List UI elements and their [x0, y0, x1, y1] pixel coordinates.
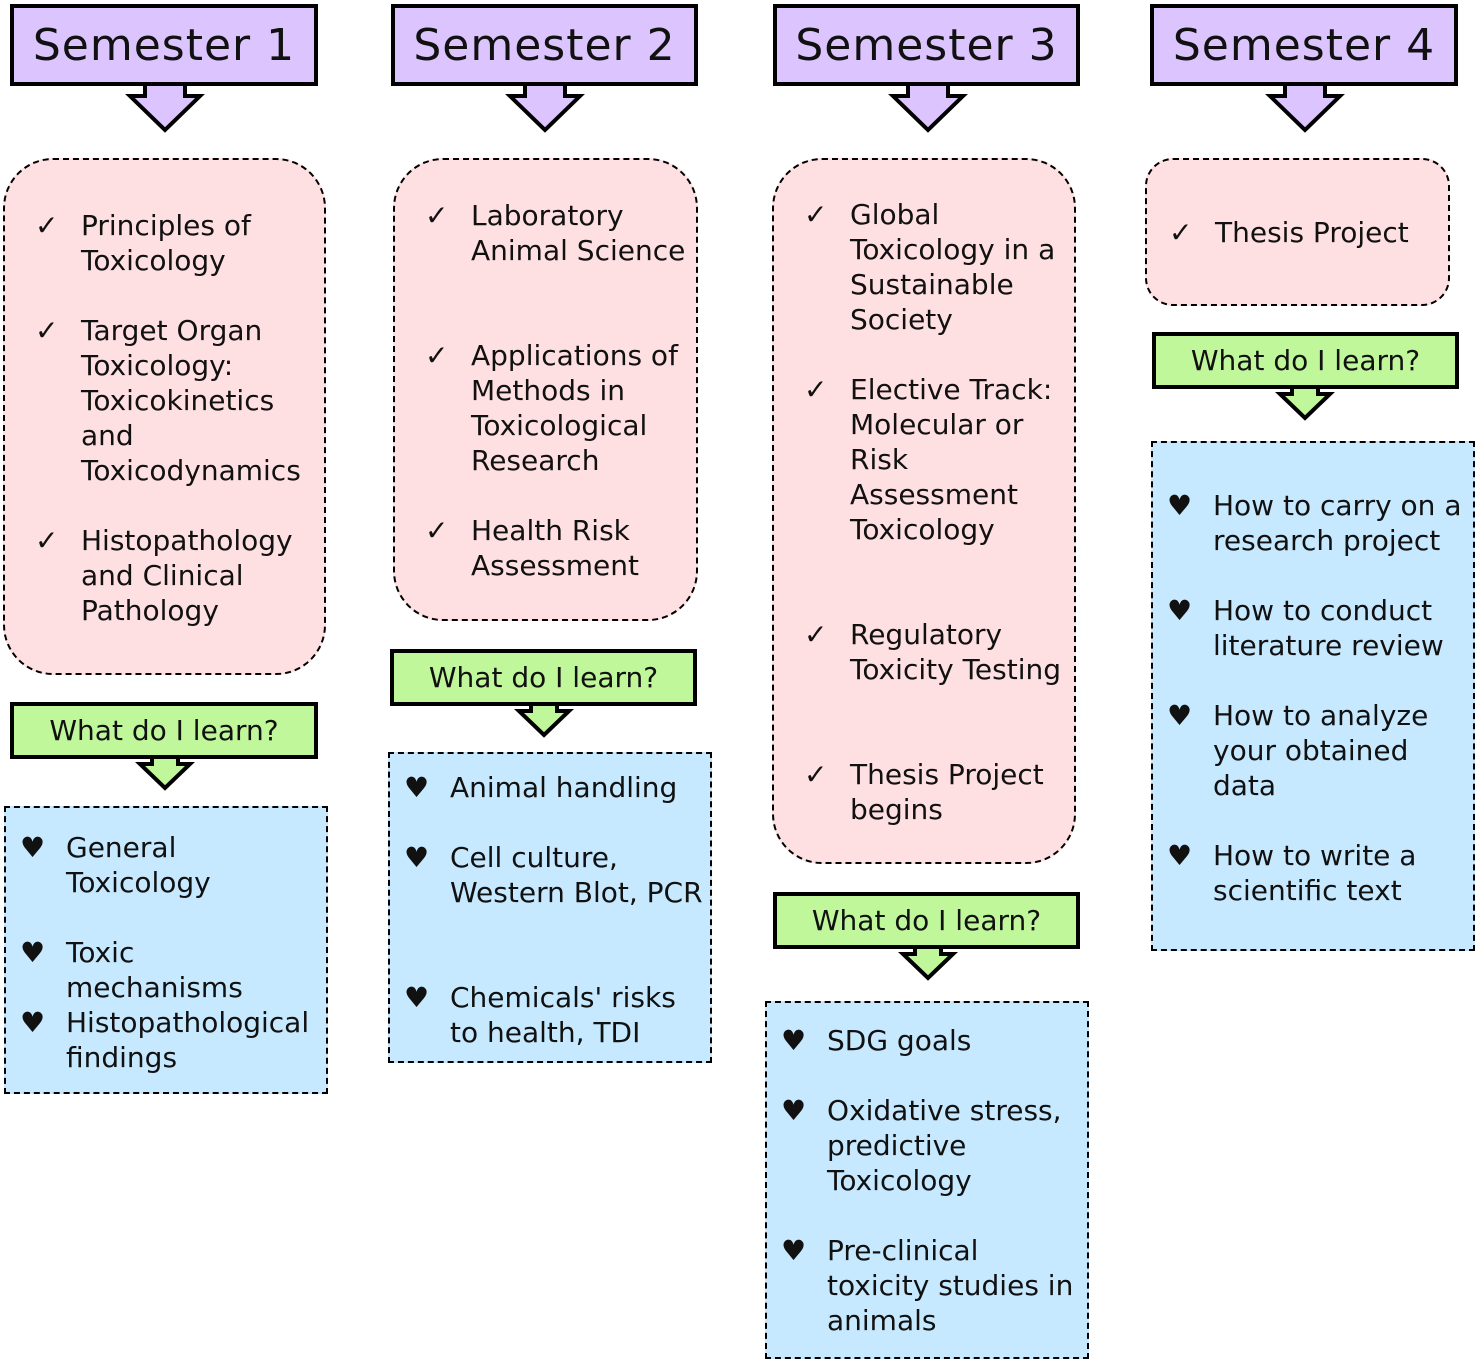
heart-icon: ♥ [404, 841, 430, 874]
check-icon: ✓ [35, 314, 59, 347]
semester-3-outcomes: ♥ SDG goals ♥ Oxidative stress, predicti… [765, 1001, 1089, 1359]
semester-2-header: Semester 2 [391, 4, 698, 86]
heart-icon: ♥ [1167, 594, 1193, 627]
semester-3-header: Semester 3 [773, 4, 1080, 86]
check-icon: ✓ [35, 524, 59, 557]
arrow-question-4 [1275, 384, 1335, 421]
heart-icon: ♥ [20, 831, 46, 864]
heart-icon: ♥ [781, 1024, 807, 1057]
semester-4-outcomes: ♥ How to carry on a research project ♥ H… [1151, 441, 1475, 951]
semester-2-title: Semester 2 [413, 19, 676, 71]
heart-icon: ♥ [1167, 699, 1193, 732]
check-icon: ✓ [1169, 216, 1193, 249]
heart-icon: ♥ [781, 1094, 807, 1127]
check-icon: ✓ [425, 514, 449, 547]
check-icon: ✓ [804, 758, 828, 791]
semester-4-question: What do I learn? [1152, 332, 1459, 389]
arrow-question-3 [898, 944, 958, 981]
semester-1-header: Semester 1 [10, 4, 318, 86]
check-icon: ✓ [425, 339, 449, 372]
heart-icon: ♥ [20, 936, 46, 969]
check-icon: ✓ [425, 199, 449, 232]
semester-1-outcomes: ♥ General Toxicology ♥ Toxic mechanisms … [4, 806, 328, 1094]
arrow-semester-4 [1265, 82, 1345, 133]
semester-4-header: Semester 4 [1150, 4, 1458, 86]
semester-4-courses: ✓ Thesis Project [1145, 158, 1450, 306]
semester-3-courses: ✓ Global Toxicology in a Sustainable Soc… [772, 158, 1076, 864]
heart-icon: ♥ [1167, 839, 1193, 872]
semester-1-question: What do I learn? [10, 702, 318, 759]
arrow-semester-2 [505, 82, 585, 133]
semester-3-question: What do I learn? [773, 892, 1080, 949]
arrow-question-2 [514, 701, 574, 738]
heart-icon: ♥ [20, 1006, 46, 1039]
heart-icon: ♥ [781, 1234, 807, 1267]
semester-4-title: Semester 4 [1172, 19, 1436, 71]
semester-1-title: Semester 1 [32, 19, 296, 71]
heart-icon: ♥ [404, 771, 430, 804]
arrow-semester-3 [888, 82, 968, 133]
semester-2-outcomes: ♥ Animal handling ♥ Cell culture, Wester… [388, 752, 712, 1063]
check-icon: ✓ [35, 209, 59, 242]
semester-2-courses: ✓ Laboratory Animal Science ✓ Applicatio… [393, 158, 698, 621]
semester-2-question: What do I learn? [390, 649, 697, 706]
heart-icon: ♥ [1167, 489, 1193, 522]
semester-3-title: Semester 3 [795, 19, 1058, 71]
arrow-question-1 [135, 754, 195, 791]
semester-1-courses: ✓ Principles of Toxicology ✓ Target Orga… [3, 158, 326, 675]
check-icon: ✓ [804, 373, 828, 406]
arrow-semester-1 [125, 82, 205, 133]
heart-icon: ♥ [404, 981, 430, 1014]
check-icon: ✓ [804, 618, 828, 651]
check-icon: ✓ [804, 198, 828, 231]
